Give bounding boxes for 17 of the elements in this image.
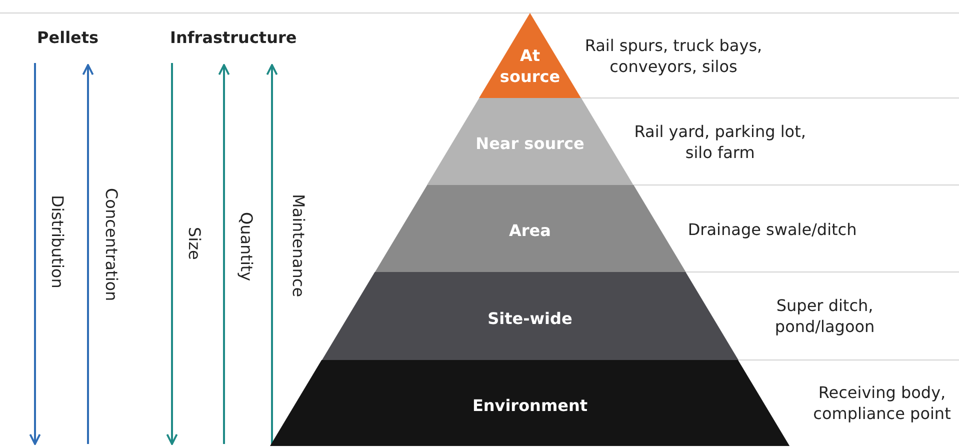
tier-note: Rail spurs, truck bays, conveyors, silos (584, 34, 764, 76)
tier-note: Super ditch, pond/lagoon (774, 295, 876, 337)
arrow-label: Maintenance (289, 194, 308, 298)
tier-note: Rail yard, parking lot, silo farm (633, 120, 807, 162)
tier-note: Drainage swale/ditch (686, 218, 858, 240)
tier-label: Area (508, 220, 552, 241)
arrow-label: Size (185, 227, 204, 260)
tier-label: Site-wide (486, 308, 574, 328)
tier-note: Receiving body, compliance point (812, 382, 952, 424)
column-heading: Infrastructure (170, 28, 297, 47)
arrow-label: Concentration (102, 188, 121, 302)
tier-label: At source (498, 44, 562, 86)
column-heading: Pellets (37, 28, 99, 47)
tier-label: Near source (474, 133, 586, 154)
arrow-label: Quantity (237, 212, 256, 282)
arrow-label: Distribution (48, 195, 67, 288)
tier-label: Environment (471, 394, 589, 416)
